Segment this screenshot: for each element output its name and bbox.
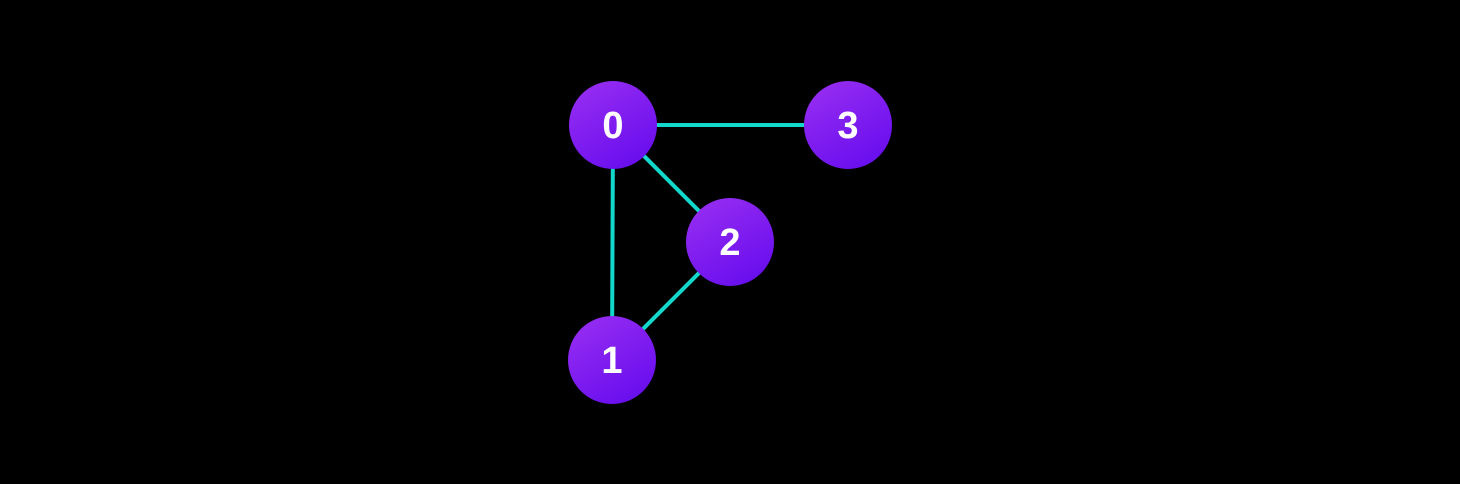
node-circle-0[interactable] [569, 81, 657, 169]
node-label-1: 1 [601, 340, 622, 382]
node-circle-2[interactable] [686, 198, 774, 286]
node-label-2: 2 [719, 222, 740, 264]
graph-node-3[interactable]: 3 [804, 81, 892, 169]
node-label-3: 3 [837, 105, 858, 147]
node-circle-1[interactable] [568, 316, 656, 404]
node-label-0: 0 [602, 105, 623, 147]
node-circle-3[interactable] [804, 81, 892, 169]
node-layer: 0 1 2 3 [568, 81, 892, 404]
graph-node-0[interactable]: 0 [569, 81, 657, 169]
graph-node-1[interactable]: 1 [568, 316, 656, 404]
graph-node-2[interactable]: 2 [686, 198, 774, 286]
